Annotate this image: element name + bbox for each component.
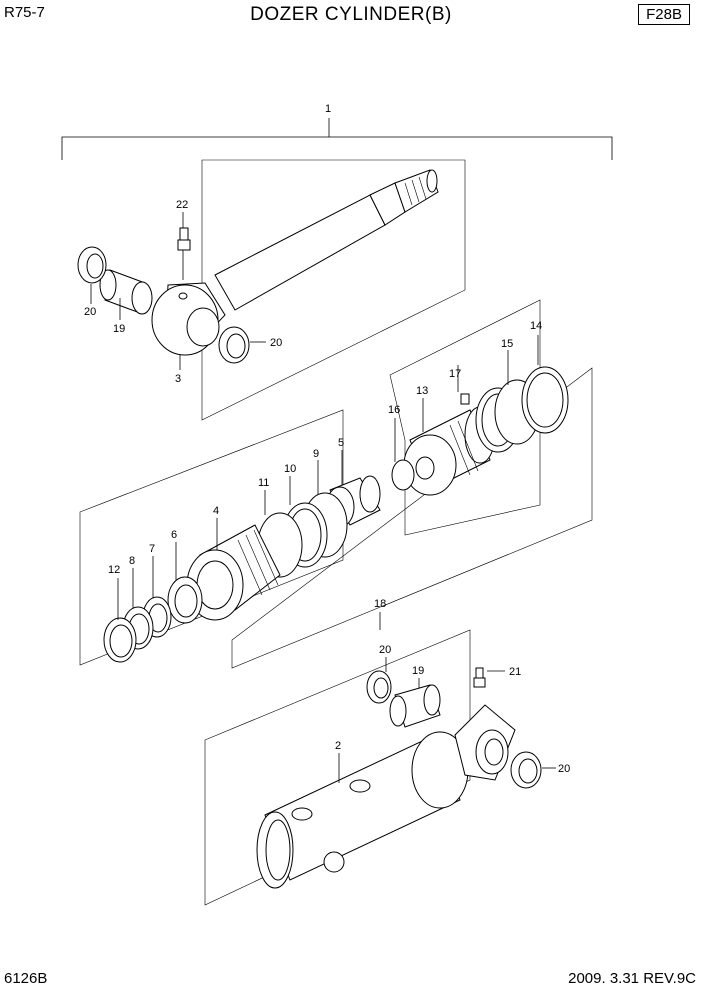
set-screw	[460, 393, 470, 405]
tube-bushing	[389, 684, 441, 728]
callout-19: 19	[412, 665, 424, 677]
callout-18: 18	[374, 598, 386, 610]
dust-seal-lower-right	[510, 751, 542, 789]
callout-8: 8	[129, 555, 135, 567]
callout-11: 11	[258, 477, 269, 489]
page-reference-box: F28B	[638, 4, 690, 25]
revision-label: 2009. 3.31 REV.9C	[568, 970, 696, 987]
dust-seal-lower-left	[366, 670, 392, 704]
callout-4: 4	[213, 505, 219, 517]
callout-19: 19	[113, 323, 125, 335]
model-label: R75-7	[4, 4, 45, 21]
callout-13: 13	[416, 385, 428, 397]
callout-3: 3	[175, 373, 181, 385]
callout-15: 15	[501, 338, 513, 350]
callout-6: 6	[171, 529, 177, 541]
piston-rod	[214, 169, 439, 311]
piston-o-ring	[391, 459, 415, 491]
callout-7: 7	[149, 543, 155, 555]
callout-1: 1	[325, 103, 331, 115]
grease-nipple-lower	[473, 667, 505, 688]
piston-ring	[521, 366, 569, 434]
callout-20: 20	[84, 306, 96, 318]
callout-12: 12	[108, 564, 120, 576]
rod-bushing	[99, 269, 153, 315]
callout-labels: 1 22 20 19 3 20 14 15 17 13 16 5 9 10 11…	[84, 103, 570, 775]
callout-9: 9	[313, 448, 319, 460]
assembly-bracket	[61, 118, 613, 160]
callout-2: 2	[335, 740, 341, 752]
callout-20: 20	[379, 644, 391, 656]
cylinder-tube	[256, 731, 469, 889]
callout-16: 16	[388, 404, 400, 416]
tube-eye	[454, 704, 516, 781]
callout-5: 5	[338, 437, 344, 449]
piston-head	[403, 406, 496, 496]
callout-14: 14	[530, 320, 542, 332]
figure-number: 6126B	[4, 970, 48, 987]
callout-20: 20	[558, 763, 570, 775]
page-title: DOZER CYLINDER(B)	[250, 4, 452, 25]
rod-eye	[151, 282, 226, 356]
rod-seal-6	[167, 576, 203, 624]
group-outlines	[79, 159, 593, 906]
dust-seal-top-right	[218, 326, 250, 364]
callout-17: 17	[449, 368, 461, 380]
callout-21: 21	[509, 666, 521, 678]
leader-lines	[90, 284, 556, 783]
rod-seal-12	[103, 617, 137, 663]
callout-20: 20	[270, 337, 282, 349]
dust-seal-top-left	[77, 246, 107, 284]
callout-10: 10	[284, 463, 296, 475]
callout-22: 22	[176, 199, 188, 211]
grease-nipple-top	[177, 212, 191, 280]
